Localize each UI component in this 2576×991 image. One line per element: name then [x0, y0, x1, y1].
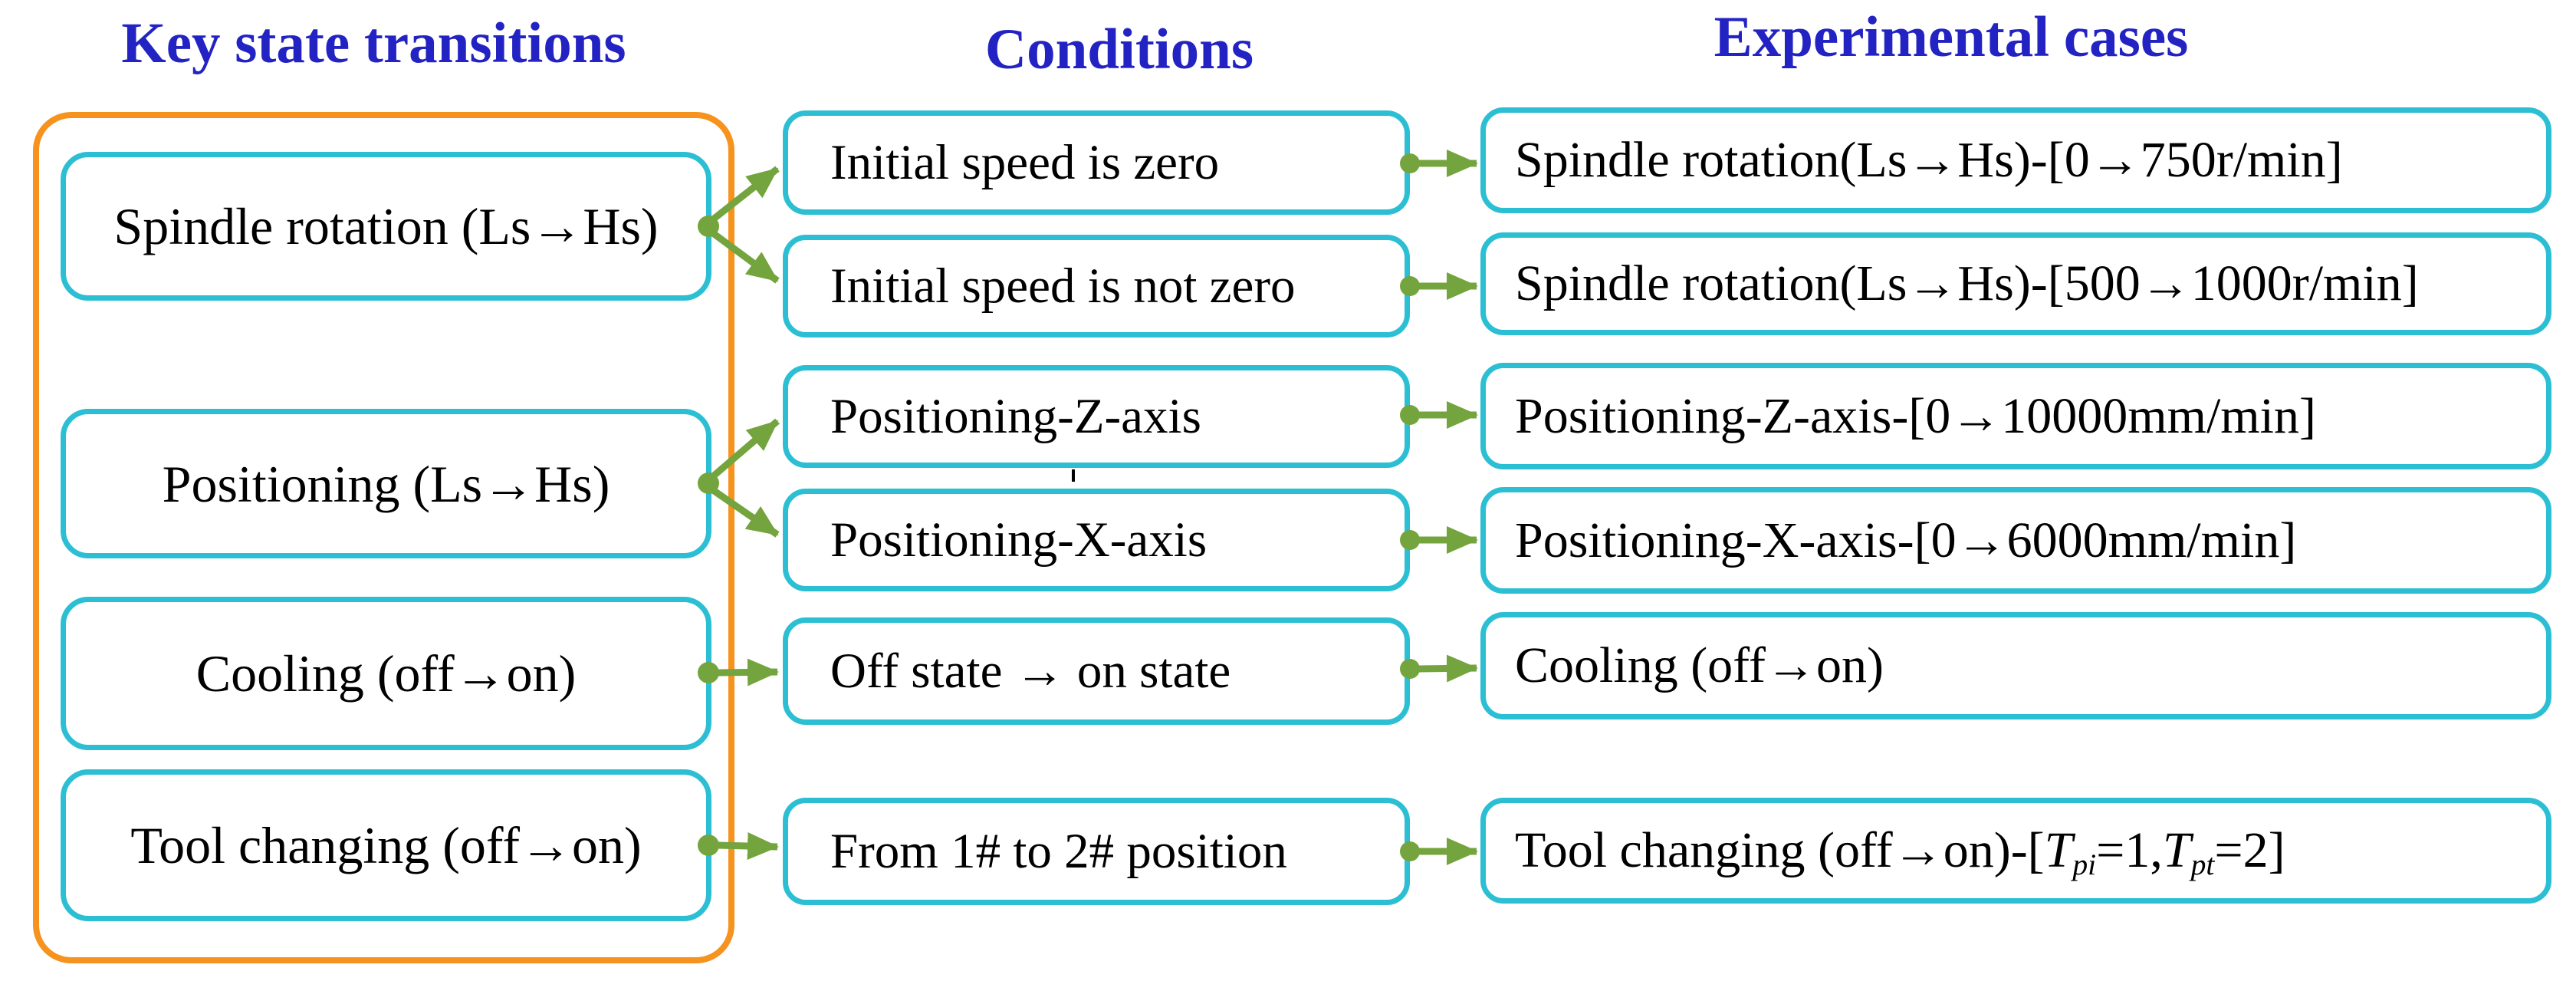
case-box-positioning-x: Positioning-X-axis-[0→6000mm/min]	[1480, 487, 2551, 594]
connector-row3	[1400, 401, 1478, 429]
column-header-experimental-cases: Experimental cases	[1714, 5, 2189, 69]
case-label: Positioning-X-axis-[0→6000mm/min]	[1515, 512, 2297, 568]
transition-label: Spindle rotation (Ls→Hs)	[113, 197, 659, 255]
transition-label: Cooling (off→on)	[196, 644, 577, 703]
condition-box-initial-speed-zero: Initial speed is zero	[783, 110, 1410, 215]
case-box-positioning-z: Positioning-Z-axis-[0→10000mm/min]	[1480, 363, 2551, 469]
case-box-spindle-500-1000: Spindle rotation(Ls→Hs)-[500→1000r/min]	[1480, 232, 2551, 335]
transition-box-tool-changing: Tool changing (off→on)	[61, 769, 711, 921]
condition-box-initial-speed-not-zero: Initial speed is not zero	[783, 235, 1410, 337]
case-label: Cooling (off→on)	[1515, 637, 1884, 693]
case-label: Positioning-Z-axis-[0→10000mm/min]	[1515, 387, 2316, 444]
condition-label: From 1# to 2# position	[830, 823, 1287, 879]
case-label: Spindle rotation(Ls→Hs)-[0→750r/min]	[1515, 132, 2343, 188]
condition-box-positioning-x-axis: Positioning-X-axis	[783, 489, 1410, 591]
condition-label: Initial speed is zero	[830, 134, 1220, 190]
transition-label: Positioning (Ls→Hs)	[162, 454, 610, 513]
connector-row4	[1400, 526, 1478, 554]
condition-box-off-to-on-state: Off state → on state	[783, 617, 1410, 725]
case-label: Spindle rotation(Ls→Hs)-[500→1000r/min]	[1515, 255, 2419, 311]
case-box-cooling: Cooling (off→on)	[1480, 612, 2551, 719]
condition-label: Initial speed is not zero	[830, 258, 1296, 314]
column-header-conditions: Conditions	[984, 18, 1254, 81]
connector-row5	[1400, 654, 1478, 683]
connector-row1	[1400, 150, 1478, 177]
condition-label: Off state → on state	[830, 643, 1231, 699]
transition-label: Tool changing (off→on)	[130, 816, 642, 874]
condition-label: Positioning-X-axis	[830, 512, 1208, 568]
case-label: Tool changing (off→on)-[Tpi=1,Tpt=2]	[1515, 822, 2285, 881]
arrow-off-state-to-case	[1418, 654, 1478, 683]
transition-box-spindle-rotation: Spindle rotation (Ls→Hs)	[61, 152, 711, 301]
condition-label: Positioning-Z-axis	[830, 388, 1201, 444]
condition-box-positioning-z-axis: Positioning-Z-axis	[783, 365, 1410, 468]
stray-tick-mark	[1072, 469, 1075, 482]
transition-box-positioning: Positioning (Ls→Hs)	[61, 409, 711, 558]
case-box-spindle-0-750: Spindle rotation(Ls→Hs)-[0→750r/min]	[1480, 107, 2551, 213]
connector-row2	[1400, 272, 1478, 300]
column-header-key-state-transitions: Key state transitions	[121, 12, 626, 75]
connector-row6	[1400, 838, 1478, 865]
transition-box-cooling: Cooling (off→on)	[61, 597, 711, 750]
condition-box-tool-position-1-to-2: From 1# to 2# position	[783, 798, 1410, 905]
transitions-group-frame	[33, 112, 734, 963]
case-box-tool-changing: Tool changing (off→on)-[Tpi=1,Tpt=2]	[1480, 798, 2551, 904]
